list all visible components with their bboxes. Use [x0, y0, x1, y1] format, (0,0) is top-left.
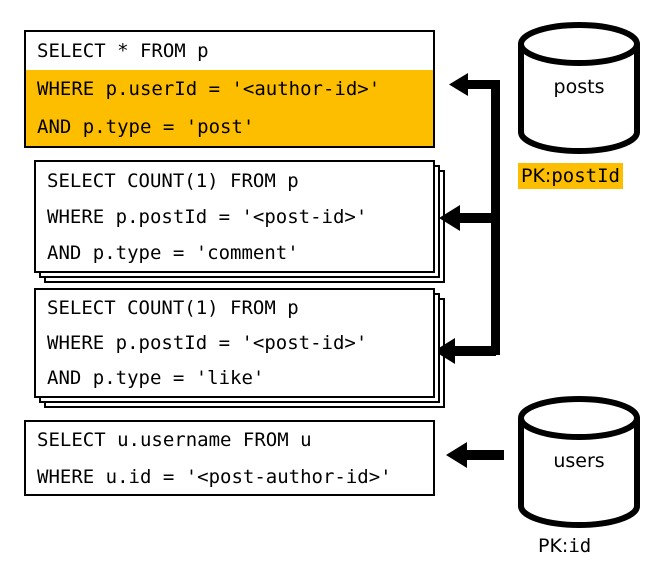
- query-line: WHERE p.postId = '<post-id>': [47, 206, 368, 228]
- query-line-highlighted: AND p.type = 'post': [26, 108, 433, 146]
- query-line: SELECT COUNT(1) FROM p: [47, 170, 299, 192]
- connector-users-to-query-4: [446, 442, 504, 468]
- pk-value: id: [568, 535, 592, 557]
- query-line: WHERE p.postId = '<post-id>': [47, 332, 368, 354]
- connector-posts-to-query-2: [439, 205, 496, 231]
- query-line: AND p.type = 'like': [47, 367, 265, 389]
- connector-posts-to-query-1: [449, 73, 496, 96]
- query-line: SELECT u.username FROM u: [37, 429, 312, 451]
- datastore-label: posts: [553, 76, 605, 98]
- query-box-posts-by-author[interactable]: SELECT * FROM p WHERE p.userId = '<autho…: [24, 30, 435, 148]
- pk-value: postId: [551, 165, 620, 187]
- query-box-like-count[interactable]: SELECT COUNT(1) FROM p WHERE p.postId = …: [34, 288, 435, 398]
- pk-prefix: PK:: [521, 165, 552, 187]
- datastore-posts[interactable]: posts: [516, 22, 642, 154]
- query-line-highlighted: WHERE p.userId = '<author-id>': [26, 70, 433, 108]
- query-line: WHERE u.id = '<post-author-id>': [37, 466, 392, 488]
- connector-posts-to-query-3: [434, 338, 496, 364]
- query-box-comment-count[interactable]: SELECT COUNT(1) FROM p WHERE p.postId = …: [34, 160, 435, 273]
- query-line: AND p.type = 'comment': [47, 242, 299, 264]
- datastore-posts-pk: PK:postId: [518, 163, 623, 189]
- datastore-users[interactable]: users: [516, 396, 642, 528]
- query-line: SELECT COUNT(1) FROM p: [47, 297, 299, 319]
- query-box-username-lookup[interactable]: SELECT u.username FROM u WHERE u.id = '<…: [24, 420, 435, 496]
- datastore-users-pk: PK:id: [538, 533, 591, 559]
- query-line: SELECT * FROM p: [37, 40, 209, 62]
- pk-prefix: PK:: [538, 535, 569, 557]
- datastore-label: users: [553, 450, 605, 472]
